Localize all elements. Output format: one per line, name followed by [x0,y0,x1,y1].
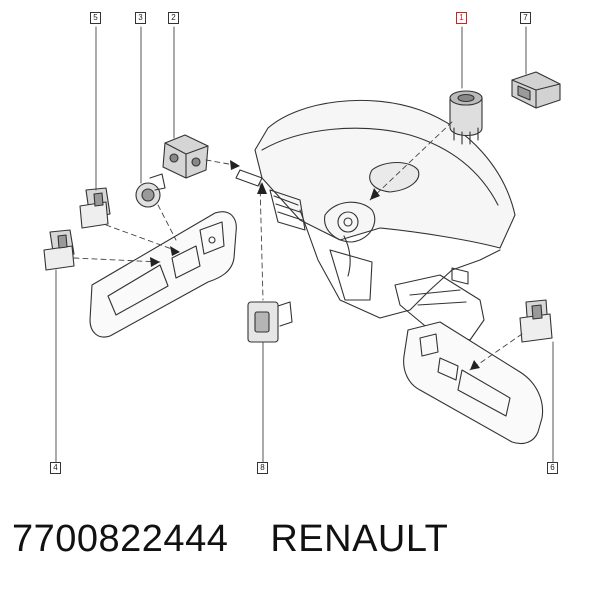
callout-1: 1 [456,12,467,24]
leader-lines [55,26,554,463]
callout-2: 2 [168,12,179,24]
part-4-window-switch [43,229,75,271]
callout-4: 4 [50,462,61,474]
part-6-window-switch [519,299,553,343]
right-door-trim-panel [403,321,544,445]
brand-name: RENAULT [270,518,449,560]
callout-6: 6 [547,462,558,474]
part-number: 7700822444 [12,518,229,560]
callout-5: 5 [90,12,101,24]
part-8-socket [247,301,293,343]
arrowheads [150,160,480,370]
exploded-parts-diagram [43,26,561,463]
part-1-round-switch [449,90,483,145]
left-door-trim-panel [89,211,237,338]
part-7-switch-block [511,71,561,109]
part-5-window-switch [79,187,111,229]
part-3-knob [135,173,166,208]
callout-3: 3 [135,12,146,24]
caption: 7700822444 RENAULT [12,514,448,564]
callout-7: 7 [520,12,531,24]
dashboard-assembly [235,99,516,341]
part-2-dual-switch [162,134,209,179]
callout-8: 8 [257,462,268,474]
